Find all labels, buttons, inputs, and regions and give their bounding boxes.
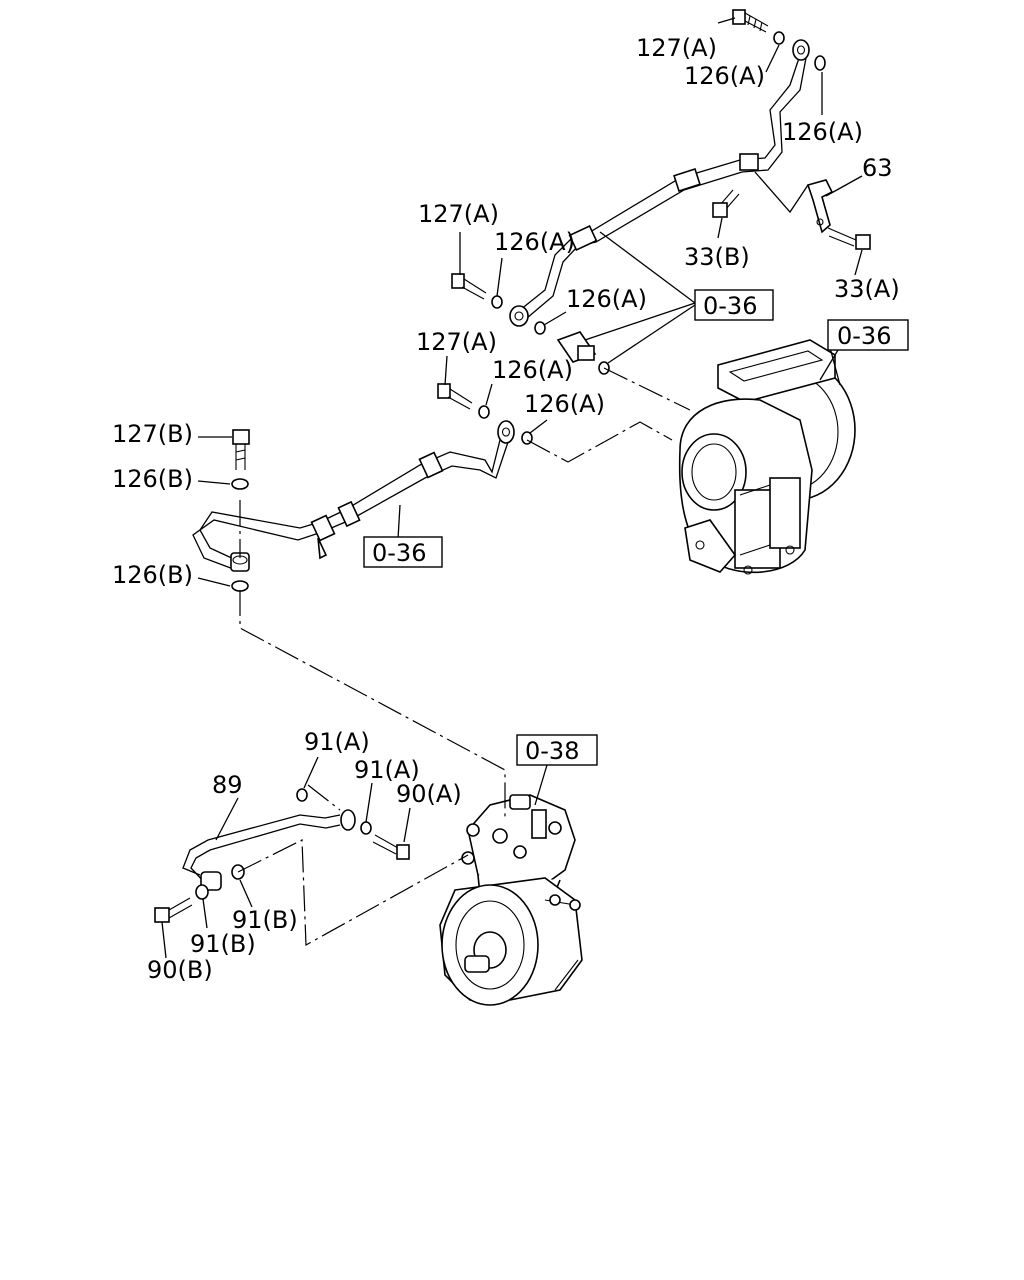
washer-126b-bottom xyxy=(231,580,249,592)
washer-126a-mid-1 xyxy=(491,295,503,309)
washer-126a-top-1 xyxy=(773,31,785,45)
washer-91a-1 xyxy=(296,788,308,802)
reference-038: 0-38 xyxy=(525,737,579,765)
washer-126b-top xyxy=(231,478,249,490)
reference-box-036-turbo: 0-36 xyxy=(827,319,909,351)
reference-box-036-top: 0-36 xyxy=(694,289,774,321)
bracket-63 xyxy=(806,179,834,234)
label-91a-1: 91(A) xyxy=(304,728,370,756)
bolt-33a xyxy=(827,227,871,250)
bolt-127b xyxy=(232,429,250,470)
pipe-89 xyxy=(182,809,356,891)
upper-oil-pipe xyxy=(509,39,810,327)
washer-91b-2 xyxy=(195,884,209,900)
centerline-compressor-return xyxy=(239,590,506,818)
bolt-33b xyxy=(712,189,740,218)
union-fitting xyxy=(556,331,597,363)
label-127a-top: 127(A) xyxy=(636,34,717,62)
label-127a-low: 127(A) xyxy=(416,328,497,356)
bolt-90a xyxy=(372,834,410,860)
centerline-pipe89 xyxy=(237,839,469,946)
reference-036-turbo: 0-36 xyxy=(837,322,891,350)
washer-126a-mid-2 xyxy=(534,321,546,335)
leader-lines xyxy=(161,17,863,959)
label-126b-bottom: 126(B) xyxy=(112,561,193,589)
middle-oil-pipe xyxy=(192,420,515,572)
label-127b: 127(B) xyxy=(112,420,193,448)
bolt-127a-low xyxy=(437,383,473,410)
centerline-91a xyxy=(307,784,341,811)
bolt-90b xyxy=(154,897,193,923)
label-91b-2: 91(B) xyxy=(190,930,256,958)
label-126a-mid: 126(A) xyxy=(494,228,575,256)
washer-91a-2 xyxy=(360,821,372,835)
label-33b: 33(B) xyxy=(684,243,750,271)
label-91b-1: 91(B) xyxy=(232,906,298,934)
label-127a-mid: 127(A) xyxy=(418,200,499,228)
label-126a-top: 126(A) xyxy=(684,62,765,90)
label-126a-low: 126(A) xyxy=(492,356,573,384)
label-126a-low-right: 126(A) xyxy=(524,390,605,418)
label-90b: 90(B) xyxy=(147,956,213,984)
label-126b-top: 126(B) xyxy=(112,465,193,493)
turbocharger xyxy=(678,339,856,575)
reference-box-038: 0-38 xyxy=(516,734,598,766)
washer-126a-low-1 xyxy=(478,405,490,419)
label-91a-2: 91(A) xyxy=(354,756,420,784)
centerline-union xyxy=(603,367,691,411)
label-90a: 90(A) xyxy=(396,780,462,808)
centerline-return xyxy=(526,421,673,463)
label-89: 89 xyxy=(212,771,243,799)
reference-036-mid: 0-36 xyxy=(372,539,426,567)
bolt-127a-top xyxy=(732,9,769,33)
bolt-127a-mid xyxy=(451,273,487,300)
washer-126a-top-2 xyxy=(814,55,826,71)
label-33a: 33(A) xyxy=(834,275,900,303)
reference-box-036-mid: 0-36 xyxy=(363,536,443,568)
air-compressor xyxy=(439,794,583,1006)
reference-036-top: 0-36 xyxy=(703,292,757,320)
label-63: 63 xyxy=(862,154,893,182)
label-126a-right: 126(A) xyxy=(782,118,863,146)
label-126a-union: 126(A) xyxy=(566,285,647,313)
